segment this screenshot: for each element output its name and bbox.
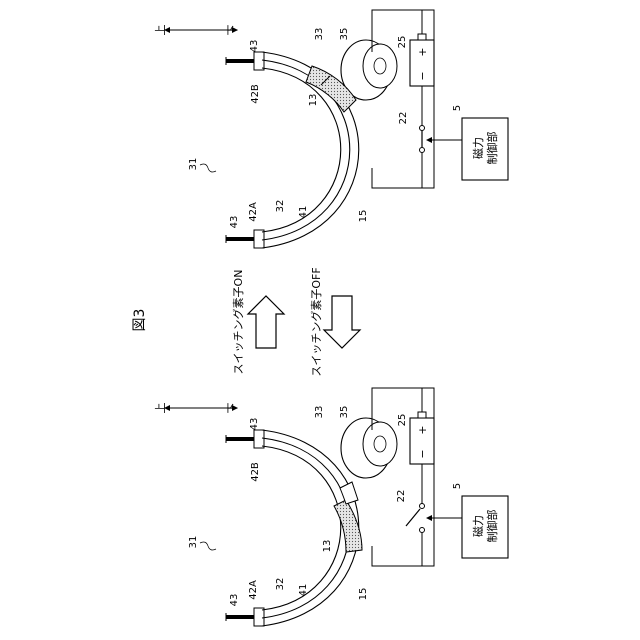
ref-25-bottom: 25 <box>397 414 408 427</box>
ref-41-bottom: 41 <box>298 584 309 597</box>
ref-43-top-a: 43 <box>249 40 260 53</box>
ref-25-top: 25 <box>397 36 408 49</box>
ref-13-bottom: 13 <box>322 540 333 553</box>
ref-32-top: 32 <box>275 200 286 213</box>
ref-15-top: 15 <box>358 210 369 223</box>
ref-42A-bottom: 42A <box>248 580 259 600</box>
caption-switch-on: スイッチング素子ON <box>231 270 245 375</box>
transition-arrows <box>248 296 360 348</box>
controller-line2-bottom: 制御部 <box>485 510 499 543</box>
ref-43-bottom-b: 43 <box>229 594 240 607</box>
ref-15-bottom: 15 <box>358 588 369 601</box>
ref-42A-top: 42A <box>248 202 259 222</box>
ref-43-top-b: 43 <box>229 216 240 229</box>
ref-22-bottom: 22 <box>396 490 407 503</box>
ref-41-top: 41 <box>298 206 309 219</box>
controller-line1-top: 磁力 <box>472 137 485 159</box>
ref-35-bottom: 35 <box>339 406 350 419</box>
ref-13-top: 13 <box>308 94 319 107</box>
ref-42B-top: 42B <box>250 84 261 104</box>
ref-22-top: 22 <box>398 112 409 125</box>
on-arrow <box>248 296 284 348</box>
ref-31-bottom: 31 <box>188 536 199 549</box>
controller-line2-top: 制御部 <box>485 132 499 165</box>
text-labels: 図3 スイッチング素子ON スイッチング素子OFF 上 下 43 42B 33 … <box>132 25 499 607</box>
battery-minus-bottom: − <box>416 449 429 458</box>
down-label-top: 下 <box>226 25 239 36</box>
ref-5-top: 5 <box>452 105 463 111</box>
off-arrow <box>324 296 360 348</box>
ref-42B-bottom: 42B <box>250 462 261 482</box>
panel-switch-off <box>164 388 508 626</box>
panel-switch-on <box>164 10 508 248</box>
battery-minus-top: − <box>416 71 429 80</box>
figure-title: 図3 <box>132 309 148 332</box>
ref-31-top: 31 <box>188 158 199 171</box>
up-label-bottom: 上 <box>154 403 167 414</box>
battery-plus-top: + <box>416 47 429 56</box>
caption-switch-off: スイッチング素子OFF <box>309 267 323 376</box>
ref-5-bottom: 5 <box>452 483 463 489</box>
ref-33-top: 33 <box>314 28 325 41</box>
controller-line1-bottom: 磁力 <box>472 515 485 537</box>
ref-35-top: 35 <box>339 28 350 41</box>
ref-33-bottom: 33 <box>314 406 325 419</box>
up-label-top: 上 <box>154 25 167 36</box>
battery-plus-bottom: + <box>416 425 429 434</box>
ref-32-bottom: 32 <box>275 578 286 591</box>
ref-43-bottom-a: 43 <box>249 418 260 431</box>
down-label-bottom: 下 <box>226 403 239 414</box>
